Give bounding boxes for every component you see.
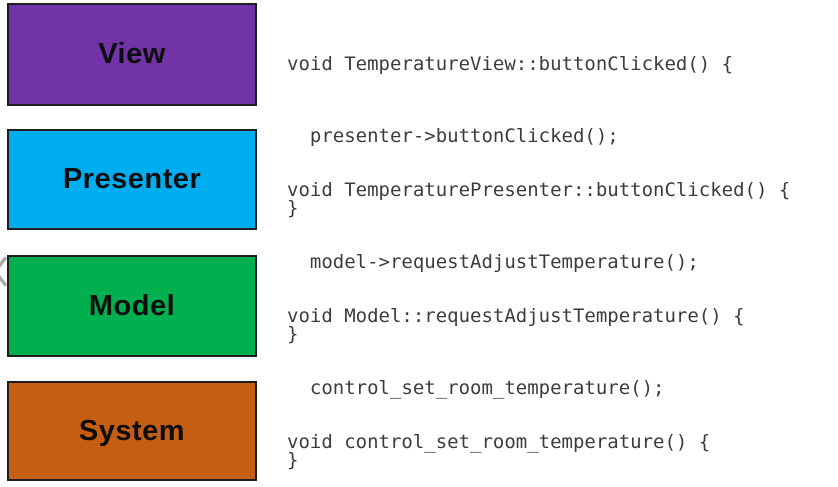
system-code-snippet: void control_set_room_temperature() { //… (287, 382, 710, 487)
system-box: System (7, 381, 257, 481)
code-line: control_set_room_temperature(); (287, 377, 665, 399)
chevron-left-icon (0, 256, 7, 287)
model-box: Model (7, 255, 257, 357)
presenter-box: Presenter (7, 129, 257, 230)
code-line: void Model::requestAdjustTemperature() { (287, 305, 745, 327)
system-box-label: System (78, 414, 186, 447)
code-line: model->requestAdjustTemperature(); (287, 251, 699, 273)
code-line: } (287, 197, 299, 219)
model-box-label: Model (88, 289, 176, 322)
code-line: } (287, 449, 299, 471)
view-code-snippet: void TemperatureView::buttonClicked() { … (287, 4, 733, 268)
code-line: } (287, 323, 299, 345)
code-line: void TemperaturePresenter::buttonClicked… (287, 179, 791, 201)
previous-slide-button[interactable] (0, 256, 8, 287)
view-box-label: View (98, 38, 166, 70)
code-line: void control_set_room_temperature() { (287, 431, 711, 453)
view-box: View (7, 3, 257, 106)
code-line: presenter->buttonClicked(); (287, 125, 619, 147)
presenter-box-label: Presenter (62, 163, 202, 195)
code-line: void TemperatureView::buttonClicked() { (287, 53, 734, 75)
model-code-snippet: void Model::requestAdjustTemperature() {… (287, 256, 745, 487)
presenter-code-snippet: void TemperaturePresenter::buttonClicked… (287, 130, 790, 394)
